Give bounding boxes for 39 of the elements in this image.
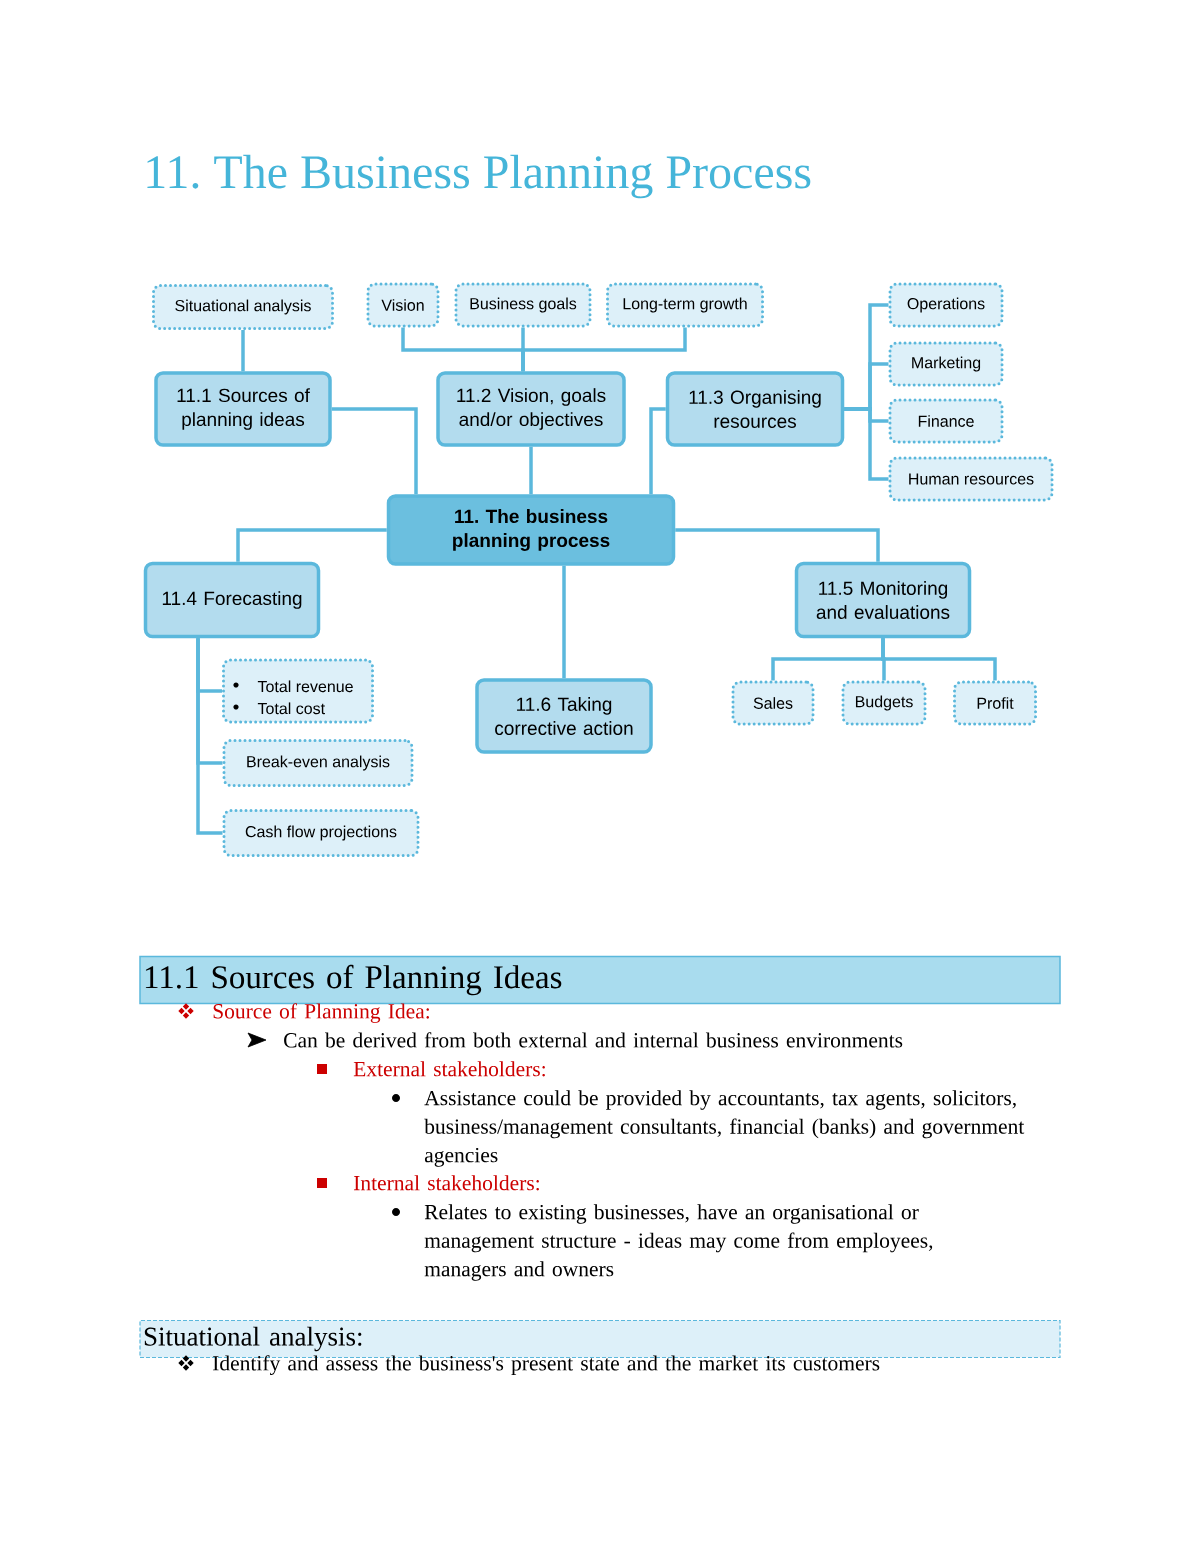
connector-line [236,528,387,562]
body-text: External stakeholders: [353,1061,545,1077]
detail-box: Marketing [888,341,1004,387]
connector-line [196,638,223,835]
detail-box: Situational analysis [152,284,334,330]
detail-box: Vision [366,282,440,328]
connector-line [562,565,566,679]
body-text: Internal stakeholders: [354,1175,539,1191]
body-text: Can be derived from both external and internal business environments [284,1032,903,1048]
connector-line [241,330,245,372]
connector-line [521,327,687,372]
detail-box: Profit [953,680,1037,726]
process-box: 11.2 Vision, goals and/or objectives [436,371,626,447]
connector-line [529,446,533,495]
detail-box: Long-term growth [606,282,764,328]
page-title: 11. The Business Planning Process [147,154,811,199]
body-text: Source of Planning Idea: [213,1003,429,1023]
detail-box: Operations [888,282,1004,328]
connector-line [881,638,997,681]
process-box: 11.4 Forecasting [143,561,321,639]
detail-box: Total revenue Total cost [222,658,374,724]
process-box: 11.3 Organising resources [665,371,845,447]
detail-box: Sales [731,680,815,726]
connector-line [649,407,666,495]
process-box: 11.6 Taking corrective action [475,678,653,754]
process-box: 11.5 Monitoring and evaluations [794,561,972,639]
detail-box: Break-even analysis [222,739,414,787]
detail-box: Budgets [841,680,927,726]
connector-line [844,407,889,481]
detail-box: Human resources [888,456,1054,502]
connector-line [675,528,880,562]
connector-line [331,407,418,495]
body-text: Relates to existing businesses, have an organisational or management structure - ideas may come from employees, managers and owners [424,1204,933,1281]
topic-box: 11. The business planning process [386,494,676,566]
detail-box: Finance [888,398,1004,444]
body-text: Assistance could be provided by accountants, tax agents, solicitors, business/management consultants, financial (banks) and government agencies [424,1090,1025,1167]
detail-box: Business goals [454,282,592,328]
detail-box: Cash flow projections [222,809,420,857]
process-box: 11.1 Sources of planning ideas [154,371,332,447]
